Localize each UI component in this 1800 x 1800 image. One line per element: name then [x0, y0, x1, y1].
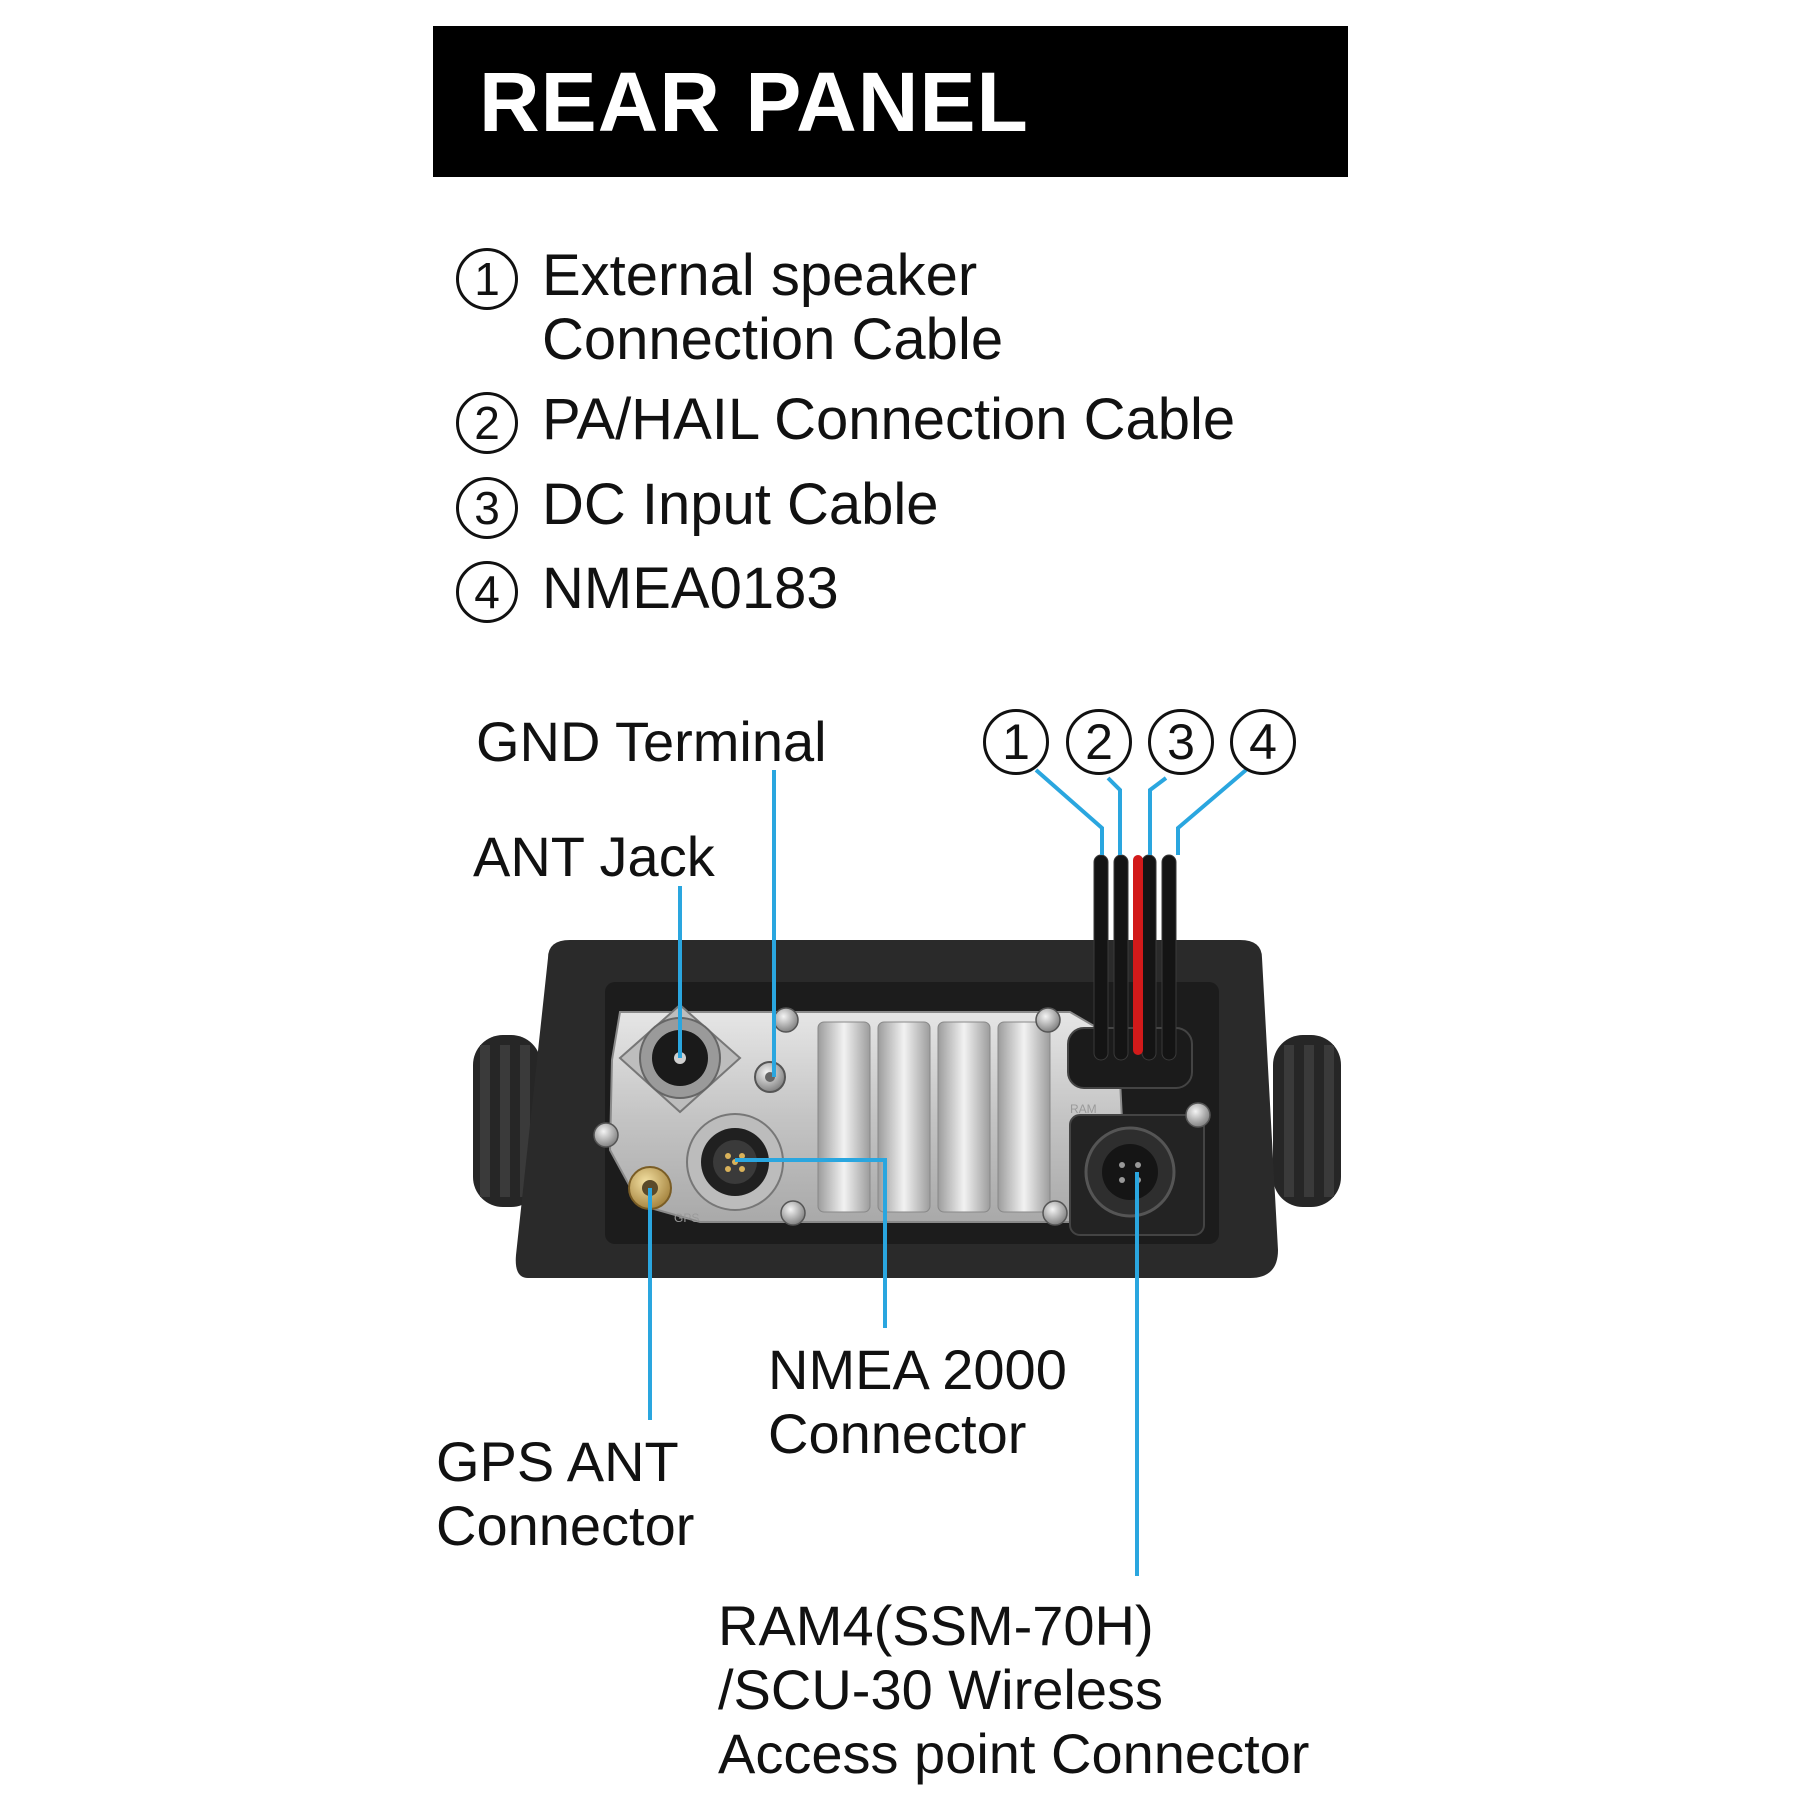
ant-leader-line: [678, 886, 682, 1058]
gnd-terminal: [754, 1061, 786, 1093]
legend-text-1-line-1: External speaker: [542, 243, 978, 308]
nmea2000-leader-horizontal: [735, 1158, 885, 1162]
ram4-label-line-2: /SCU-30 Wireless: [718, 1658, 1163, 1721]
ram4-label-line-1: RAM4(SSM-70H): [718, 1594, 1154, 1657]
left-knob: [473, 1035, 541, 1207]
legend-text-3: DC Input Cable: [542, 472, 939, 537]
heatsink-fins: [817, 1021, 1051, 1213]
legend-number-4: 4: [456, 561, 518, 623]
legend-number-1: 1: [456, 248, 518, 310]
legend-text-4: NMEA0183: [542, 556, 839, 621]
header-banner: REAR PANEL: [433, 26, 1348, 177]
cable-number-3: 3: [1148, 709, 1214, 775]
gps-ant-label-line-2: Connector: [436, 1494, 695, 1557]
right-knob: [1273, 1035, 1341, 1207]
legend-number-3: 3: [456, 477, 518, 539]
gps-marking: GPS: [674, 1211, 699, 1225]
screws: [593, 1007, 1211, 1226]
gps-ant-label-line-1: GPS ANT: [436, 1430, 679, 1493]
nmea2000-label-line-1: NMEA 2000: [768, 1338, 1067, 1401]
nmea2000-connector: [686, 1113, 784, 1211]
gnd-terminal-label: GND Terminal: [476, 710, 827, 773]
ant-jack: [618, 1003, 742, 1114]
nmea2000-leader-vertical: [883, 1158, 887, 1328]
nmea2000-label-line-2: Connector: [768, 1402, 1027, 1465]
gps-ant-label: GPS ANT Connector: [436, 1430, 694, 1558]
page-title: REAR PANEL: [479, 55, 1029, 149]
legend-number-2: 2: [456, 392, 518, 454]
ram-marking: RAM: [1070, 1102, 1097, 1116]
ant-jack-label: ANT Jack: [473, 825, 715, 888]
gnd-leader-line: [772, 770, 776, 1077]
cable-leaders: [1034, 768, 1248, 855]
cable-number-1: 1: [983, 709, 1049, 775]
legend-text-1: External speaker Connection Cable: [542, 244, 1003, 372]
ram4-label: RAM4(SSM-70H) /SCU-30 Wireless Access po…: [718, 1594, 1309, 1786]
ram4-label-line-3: Access point Connector: [718, 1722, 1310, 1785]
legend-text-1-line-2: Connection Cable: [542, 307, 1004, 372]
ram4-leader-line: [1135, 1172, 1139, 1576]
gps-leader-line: [648, 1188, 652, 1420]
cable-number-4: 4: [1230, 709, 1296, 775]
nmea2000-label: NMEA 2000 Connector: [768, 1338, 1067, 1466]
legend-text-2: PA/HAIL Connection Cable: [542, 387, 1236, 452]
cable-number-2: 2: [1066, 709, 1132, 775]
